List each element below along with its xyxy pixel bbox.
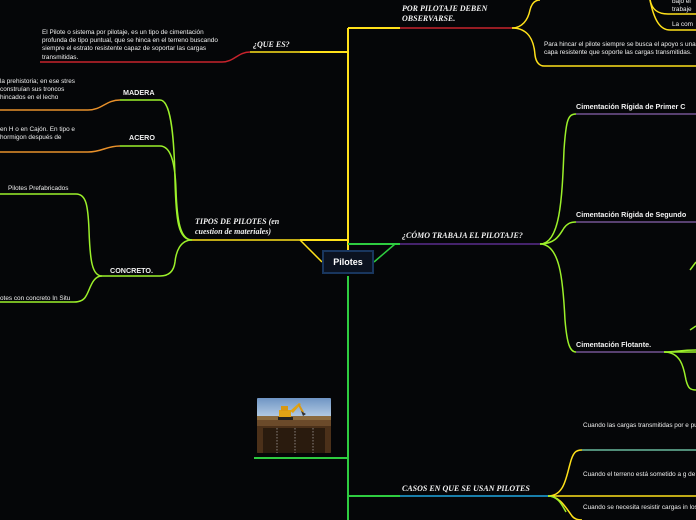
- concreto-prefabricados: Pilotes Prefabricados: [8, 185, 69, 192]
- como-flotante[interactable]: Cimentación Flotante.: [576, 340, 652, 349]
- madera-text: la prehistoria; en ese stres construían …: [0, 78, 75, 102]
- concreto-insitu: otes con concreto In Situ: [0, 295, 71, 302]
- que-es-title[interactable]: ¿QUE ES?: [253, 40, 290, 49]
- como-primer[interactable]: Cimentación Rígida de Primer C: [576, 102, 686, 111]
- central-topic-label: Pilotes: [333, 257, 363, 267]
- que-es-text: El Pilote o sistema por pilotaje, es un …: [42, 29, 218, 61]
- acero-text: en H o en Cajón. En tipo e hormigon desp…: [0, 126, 75, 142]
- concreto-label[interactable]: CONCRETO.: [110, 266, 153, 275]
- excavator-icon: [257, 398, 331, 453]
- acero-label[interactable]: ACERO: [129, 133, 155, 142]
- caso-3: Cuando se necesita resistir cargas in lo…: [583, 504, 696, 511]
- excavator-image[interactable]: [257, 398, 331, 453]
- como-title[interactable]: ¿CÓMO TRABAJA EL PILOTAJE?: [402, 231, 523, 240]
- como-segundo[interactable]: Cimentación Rígida de Segundo: [576, 210, 687, 219]
- caso-1: Cuando las cargas transmitidas por e pue…: [583, 422, 696, 429]
- observar-note-mid: La com: [672, 21, 693, 28]
- casos-title[interactable]: CASOS EN QUE SE USAN PILOTES: [402, 484, 530, 493]
- observar-title[interactable]: POR PILOTAJE DEBEN OBSERVARSE.: [402, 4, 488, 23]
- observar-note-top: bajo el trabaje: [672, 0, 692, 14]
- observar-text: Para hincar el pilote siempre se busca e…: [544, 41, 696, 57]
- madera-label[interactable]: MADERA: [123, 88, 155, 97]
- tipos-title[interactable]: TIPOS DE PILOTES (en cuestion de materia…: [195, 217, 280, 236]
- caso-2: Cuando el terreno está sometido a g de t…: [583, 471, 696, 478]
- central-topic[interactable]: Pilotes: [322, 250, 374, 274]
